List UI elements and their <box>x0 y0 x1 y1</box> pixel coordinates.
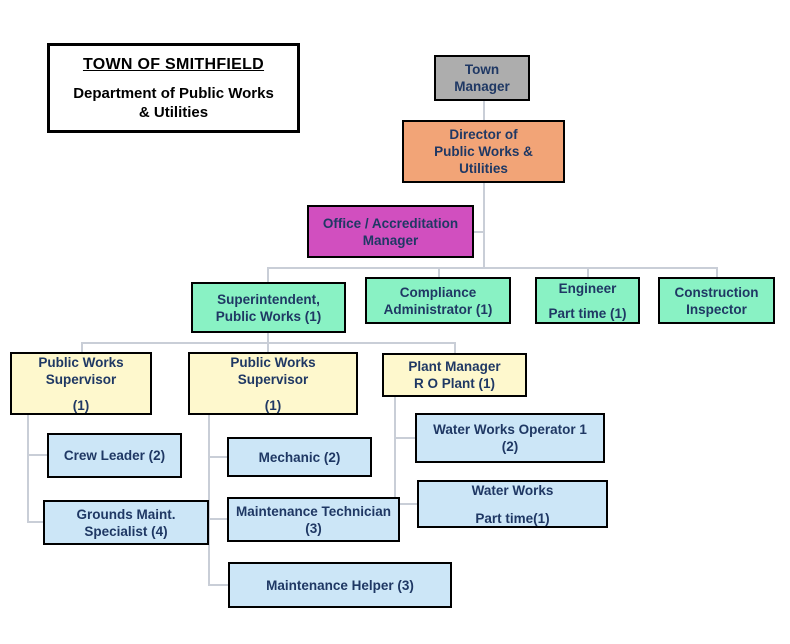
org-node-label-line: Grounds Maint. <box>76 506 176 522</box>
org-node-label-line: Inspector <box>686 301 747 317</box>
connector-line <box>81 342 83 353</box>
connector-line <box>483 182 485 269</box>
org-node-label-line: Public Works (1) <box>215 308 322 324</box>
org-node-label-line: Supervisor <box>237 371 309 387</box>
connector-line <box>208 584 229 586</box>
org-node-director-public-works: Director of Public Works & Utilities <box>402 120 565 183</box>
connector-line <box>208 415 210 586</box>
org-node-superintendent-public-works: Superintendent,Public Works (1) <box>191 282 346 333</box>
org-node-label-line: (1) <box>72 397 90 413</box>
org-node-label-line: Specialist (4) <box>84 523 168 539</box>
connector-line <box>27 415 29 523</box>
org-node-label-line: Crew Leader (2) <box>63 448 166 463</box>
connector-line <box>394 503 418 505</box>
org-node-label-line: Town <box>464 62 500 77</box>
connector-line <box>27 521 44 523</box>
chart-subtitle-line-1: Department of Public Works <box>73 84 274 102</box>
org-node-label-line: R O Plant (1) <box>413 376 495 391</box>
connector-line <box>587 267 589 278</box>
org-node-label-line: Part time(1) <box>475 510 550 526</box>
connector-line <box>267 267 718 269</box>
connector-line <box>454 342 456 354</box>
connector-line <box>474 231 485 233</box>
org-node-label-line: Engineer <box>558 280 617 296</box>
org-node-label-line: Public Works & <box>434 144 533 159</box>
chart-title-box: TOWN OF SMITHFIELD Department of Public … <box>47 43 300 133</box>
org-node-label-line: Director of <box>449 127 518 142</box>
connector-line <box>27 454 48 456</box>
org-node-label-line: (1) <box>264 397 282 413</box>
org-node-water-works-operator-1: Water Works Operator 1 (2) <box>415 413 605 463</box>
connector-line <box>716 267 718 278</box>
org-node-label-line: Public Works <box>38 354 124 370</box>
connector-line <box>483 101 485 124</box>
org-node-label-line: (3) <box>305 520 322 536</box>
org-node-label-line: Superintendent, <box>217 291 320 307</box>
org-node-grounds-maint-specialist: Grounds Maint.Specialist (4) <box>43 500 209 545</box>
org-node-label-line: Utilities <box>459 161 508 176</box>
org-node-label-line: Manager <box>454 79 510 94</box>
connector-line <box>208 518 228 520</box>
connector-line <box>438 267 440 278</box>
chart-subtitle-line-2: & Utilities <box>138 103 209 121</box>
org-node-label-line: Water Works Operator 1 <box>433 422 587 437</box>
connector-line <box>208 456 228 458</box>
org-node-label-line: Maintenance Helper (3) <box>266 577 414 593</box>
org-node-label-line: Construction <box>674 284 759 300</box>
org-node-maintenance-helper: Maintenance Helper (3) <box>228 562 452 608</box>
org-node-label-line: Supervisor <box>45 371 117 387</box>
connector-line <box>394 437 416 439</box>
org-node-label-line: Compliance <box>399 284 477 300</box>
org-node-maintenance-technician: Maintenance Technician(3) <box>227 497 400 542</box>
org-node-label-line: Manager <box>362 232 419 248</box>
org-node-mechanic: Mechanic (2) <box>227 437 372 477</box>
org-node-label-line: Part time (1) <box>548 305 627 321</box>
org-node-label-line: (2) <box>501 439 519 454</box>
org-node-label-line: Water Works <box>471 482 554 498</box>
org-node-label-line: Administrator (1) <box>383 301 493 317</box>
org-node-label-line: Maintenance Technician <box>235 503 392 519</box>
connector-line <box>267 267 269 283</box>
chart-title: TOWN OF SMITHFIELD <box>82 55 265 73</box>
org-node-label-line: Mechanic (2) <box>258 449 341 465</box>
connector-line <box>81 342 456 344</box>
org-node-plant-manager-ro-plant: Plant Manager R O Plant (1) <box>382 353 527 397</box>
connector-line <box>394 397 396 505</box>
org-node-crew-leader: Crew Leader (2) <box>47 433 182 478</box>
org-node-label-line: Office / Accreditation <box>322 215 459 231</box>
org-node-label-line: Plant Manager <box>408 359 501 374</box>
org-node-label-line: Public Works <box>230 354 316 370</box>
